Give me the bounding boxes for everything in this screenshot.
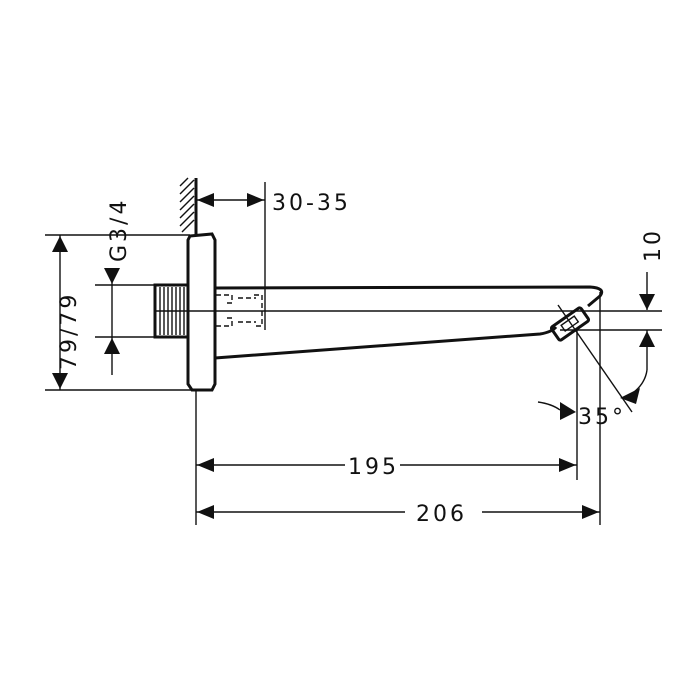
dim-wall-gap: 30-35 bbox=[196, 182, 351, 330]
dim-thread-label: G3/4 bbox=[107, 198, 132, 262]
dim-outlet-angle-label: 35° bbox=[578, 405, 626, 430]
dim-thread: G3/4 bbox=[95, 198, 155, 375]
dim-length-total-label: 206 bbox=[416, 502, 467, 527]
flange bbox=[186, 232, 217, 392]
arrow-up-icon bbox=[639, 331, 655, 347]
arrow-right-icon bbox=[582, 505, 599, 519]
aerator bbox=[549, 306, 591, 342]
arrow-left-icon bbox=[197, 505, 214, 519]
arrow-left-icon bbox=[197, 193, 214, 207]
dim-length-inner-label: 195 bbox=[348, 455, 399, 480]
arrow-right-icon bbox=[247, 193, 264, 207]
arrow-up-icon bbox=[52, 236, 68, 252]
dim-outlet-angle: 35° bbox=[537, 304, 648, 430]
dim-flange-height: 79/79 bbox=[45, 234, 192, 391]
arrow-down-icon bbox=[104, 268, 120, 284]
arrow-icon bbox=[560, 402, 576, 420]
spout-body bbox=[214, 285, 604, 360]
wall bbox=[179, 177, 198, 525]
arrow-icon bbox=[620, 388, 640, 404]
arrow-down-icon bbox=[52, 373, 68, 389]
dim-wall-gap-label: 30-35 bbox=[272, 191, 351, 216]
dim-flange-height-label: 79/79 bbox=[57, 292, 82, 370]
arrow-down-icon bbox=[639, 294, 655, 310]
dim-length: 195 206 bbox=[196, 292, 601, 527]
dim-outlet-height: 10 bbox=[560, 228, 666, 370]
arrow-right-icon bbox=[559, 458, 576, 472]
arrow-left-icon bbox=[197, 458, 214, 472]
hidden-fixing bbox=[216, 294, 263, 327]
dim-outlet-height-label: 10 bbox=[641, 228, 666, 262]
arrow-up-icon bbox=[104, 338, 120, 354]
